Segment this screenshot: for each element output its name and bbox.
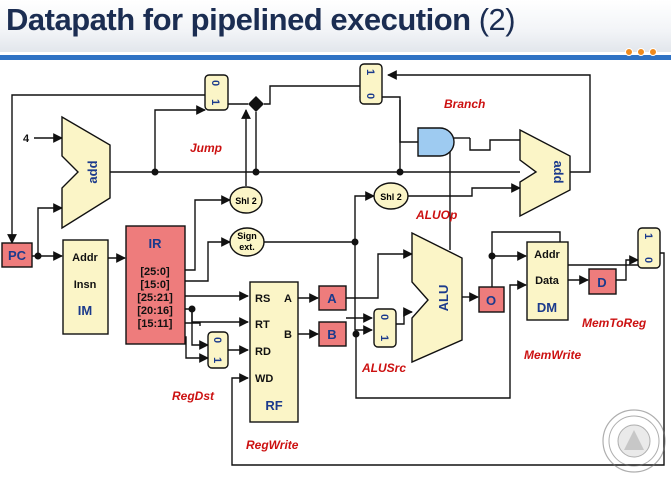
alusrc-signal-label: ALUSrc — [361, 361, 406, 375]
merge-diamond-icon — [248, 96, 264, 112]
alu: ALU — [411, 231, 463, 364]
alu-label: ALU — [436, 285, 451, 312]
slide-header: Datapath for pipelined execution (2) — [0, 0, 671, 52]
pc-adder: add — [61, 115, 111, 230]
memtoreg-mux: 1 0 — [637, 227, 661, 269]
rf-rd-label: RD — [255, 346, 271, 358]
a-register-label: A — [327, 291, 337, 306]
branch-adder-label: add — [551, 160, 566, 183]
regdst-signal-label: RegDst — [172, 389, 215, 403]
constant-four-label: 4 — [23, 133, 30, 145]
jump-mux-zero: 0 — [209, 80, 221, 86]
a-register: A — [318, 285, 347, 311]
ir-field-label: [25:21] — [137, 292, 173, 304]
alusrc-mux-zero: 0 — [378, 314, 390, 320]
branch-mux: 1 0 — [359, 63, 383, 105]
ir-field-label: [15:11] — [138, 318, 173, 330]
dm-addr-label: Addr — [534, 249, 560, 261]
jump-signal-label: Jump — [190, 141, 222, 155]
regwrite-signal-label: RegWrite — [246, 438, 299, 452]
sign-ext-label-line2: ext. — [239, 242, 255, 252]
dm-data-label: Data — [535, 275, 560, 287]
memtoreg-mux-zero: 0 — [642, 257, 654, 263]
wires — [7, 70, 665, 466]
junctions — [34, 168, 496, 338]
aluop-signal-label: ALUOp — [415, 208, 457, 222]
university-seal-icon — [602, 409, 666, 473]
instruction-memory: Addr Insn IM — [62, 239, 109, 335]
branch-mux-one: 1 — [364, 69, 376, 75]
slide-title: Datapath for pipelined execution (2) — [6, 2, 516, 38]
shl2-branch-label: Shl 2 — [380, 192, 402, 202]
shl2-jump-label: Shl 2 — [235, 196, 257, 206]
o-register-label: O — [486, 293, 496, 308]
ir-field-label: [20:16] — [137, 305, 173, 317]
d-register-label: D — [597, 275, 606, 290]
slide-title-text: Datapath for pipelined execution — [6, 2, 471, 37]
slide-title-number: (2) — [478, 2, 516, 37]
dm-name-label: DM — [537, 300, 557, 315]
rf-a-port-label: A — [284, 293, 292, 305]
im-name-label: IM — [78, 303, 92, 318]
branch-signal-label: Branch — [444, 97, 485, 111]
b-register: B — [318, 321, 347, 347]
alusrc-mux-one: 1 — [378, 335, 390, 341]
ir-field-label: [25:0] — [140, 266, 170, 278]
branch-adder: add — [519, 128, 571, 218]
shift-left-branch: Shl 2 — [373, 182, 409, 210]
orange-dot-icon — [625, 48, 633, 56]
rf-wd-label: WD — [255, 373, 273, 385]
and-gate-icon — [417, 127, 455, 157]
im-addr-label: Addr — [72, 252, 98, 264]
regdst-mux-zero: 0 — [211, 337, 223, 343]
instruction-register: IR [25:0] [15:0] [25:21] [20:16] [15:11] — [125, 225, 186, 345]
rf-rs-label: RS — [255, 293, 270, 305]
pc-adder-label: add — [85, 160, 100, 183]
b-register-label: B — [327, 327, 336, 342]
data-memory: Addr Data DM — [526, 241, 569, 321]
regdst-mux: 0 1 — [207, 331, 229, 369]
sign-extend: Sign ext. — [229, 227, 265, 257]
im-insn-label: Insn — [74, 279, 97, 291]
pc-label: PC — [8, 248, 27, 263]
branch-mux-zero: 0 — [364, 93, 376, 99]
memtoreg-signal-label: MemToReg — [582, 316, 647, 330]
pc-register: PC — [1, 242, 33, 268]
jump-mux: 0 1 — [204, 74, 229, 111]
ir-field-label: [15:0] — [140, 279, 170, 291]
alusrc-mux: 0 1 — [373, 308, 397, 348]
jump-mux-one: 1 — [209, 99, 221, 105]
sign-ext-label-line1: Sign — [237, 231, 257, 241]
memtoreg-mux-one: 1 — [642, 233, 654, 239]
orange-dot-icon — [637, 48, 645, 56]
rf-name-label: RF — [265, 398, 282, 413]
rf-rt-label: RT — [255, 319, 270, 331]
register-file: RS RT RD WD A B RF — [249, 281, 299, 423]
o-register: O — [478, 286, 505, 313]
d-register: D — [588, 268, 617, 295]
ir-name-label: IR — [149, 236, 163, 251]
orange-dot-icon — [649, 48, 657, 56]
rf-b-port-label: B — [284, 329, 292, 341]
shift-left-jump: Shl 2 — [229, 186, 263, 214]
regdst-mux-one: 1 — [211, 357, 223, 363]
memwrite-signal-label: MemWrite — [524, 348, 581, 362]
header-divider — [0, 55, 671, 60]
